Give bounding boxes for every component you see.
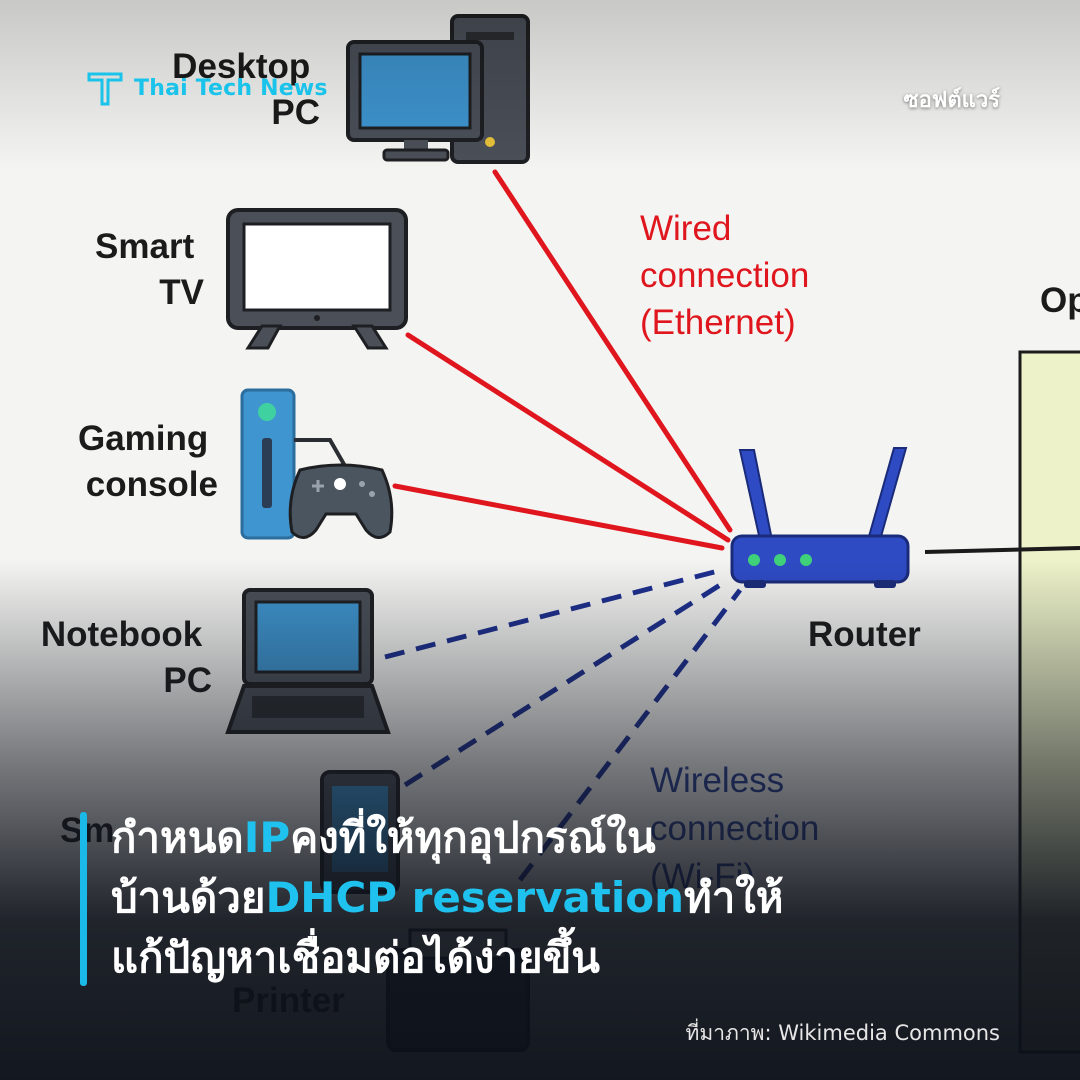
headline-block: กำหนดIPคงที่ให้ทุกอุปกรณ์ใน บ้านด้วยDHCP… xyxy=(80,808,900,988)
router-icon xyxy=(730,447,910,588)
image-credit: ที่มาภาพ: Wikimedia Commons xyxy=(685,1021,1000,1045)
gaming-console-icon xyxy=(240,388,394,540)
notebook-pc-icon xyxy=(225,588,391,734)
smart-tv-icon xyxy=(226,208,408,350)
headline-line-3: แก้ปัญหาเชื่อมต่อได้ง่ายขึ้น xyxy=(111,933,601,982)
external-label: Op xyxy=(1040,281,1080,320)
category-label[interactable]: ซอฟต์แวร์ xyxy=(903,88,1000,113)
external-panel xyxy=(1018,350,1080,1054)
wireless-line-notebook xyxy=(384,567,723,660)
wired-line-tv xyxy=(405,332,731,543)
brand-t-icon xyxy=(87,72,123,106)
wired-line-console xyxy=(392,483,725,551)
console-label: Gaming console xyxy=(78,419,218,504)
wireless-line-smartphone xyxy=(403,577,730,788)
headline: กำหนดIPคงที่ให้ทุกอุปกรณ์ใน บ้านด้วยDHCP… xyxy=(111,808,784,988)
notebook-label: Notebook PC xyxy=(41,615,212,700)
router-label: Router xyxy=(808,615,921,654)
headline-accent-bar xyxy=(80,812,87,986)
wired-legend: Wired connection (Ethernet) xyxy=(640,209,819,342)
headline-line-2: บ้านด้วยDHCP reservationทำให้ xyxy=(111,873,784,922)
desktop-pc-icon xyxy=(346,14,530,164)
brand-name: Thai Tech News xyxy=(134,75,328,101)
headline-line-1: กำหนดIPคงที่ให้ทุกอุปกรณ์ใน xyxy=(111,813,656,862)
brand-logo[interactable]: Thai Tech News xyxy=(86,70,328,106)
tv-label: Smart TV xyxy=(95,227,205,312)
